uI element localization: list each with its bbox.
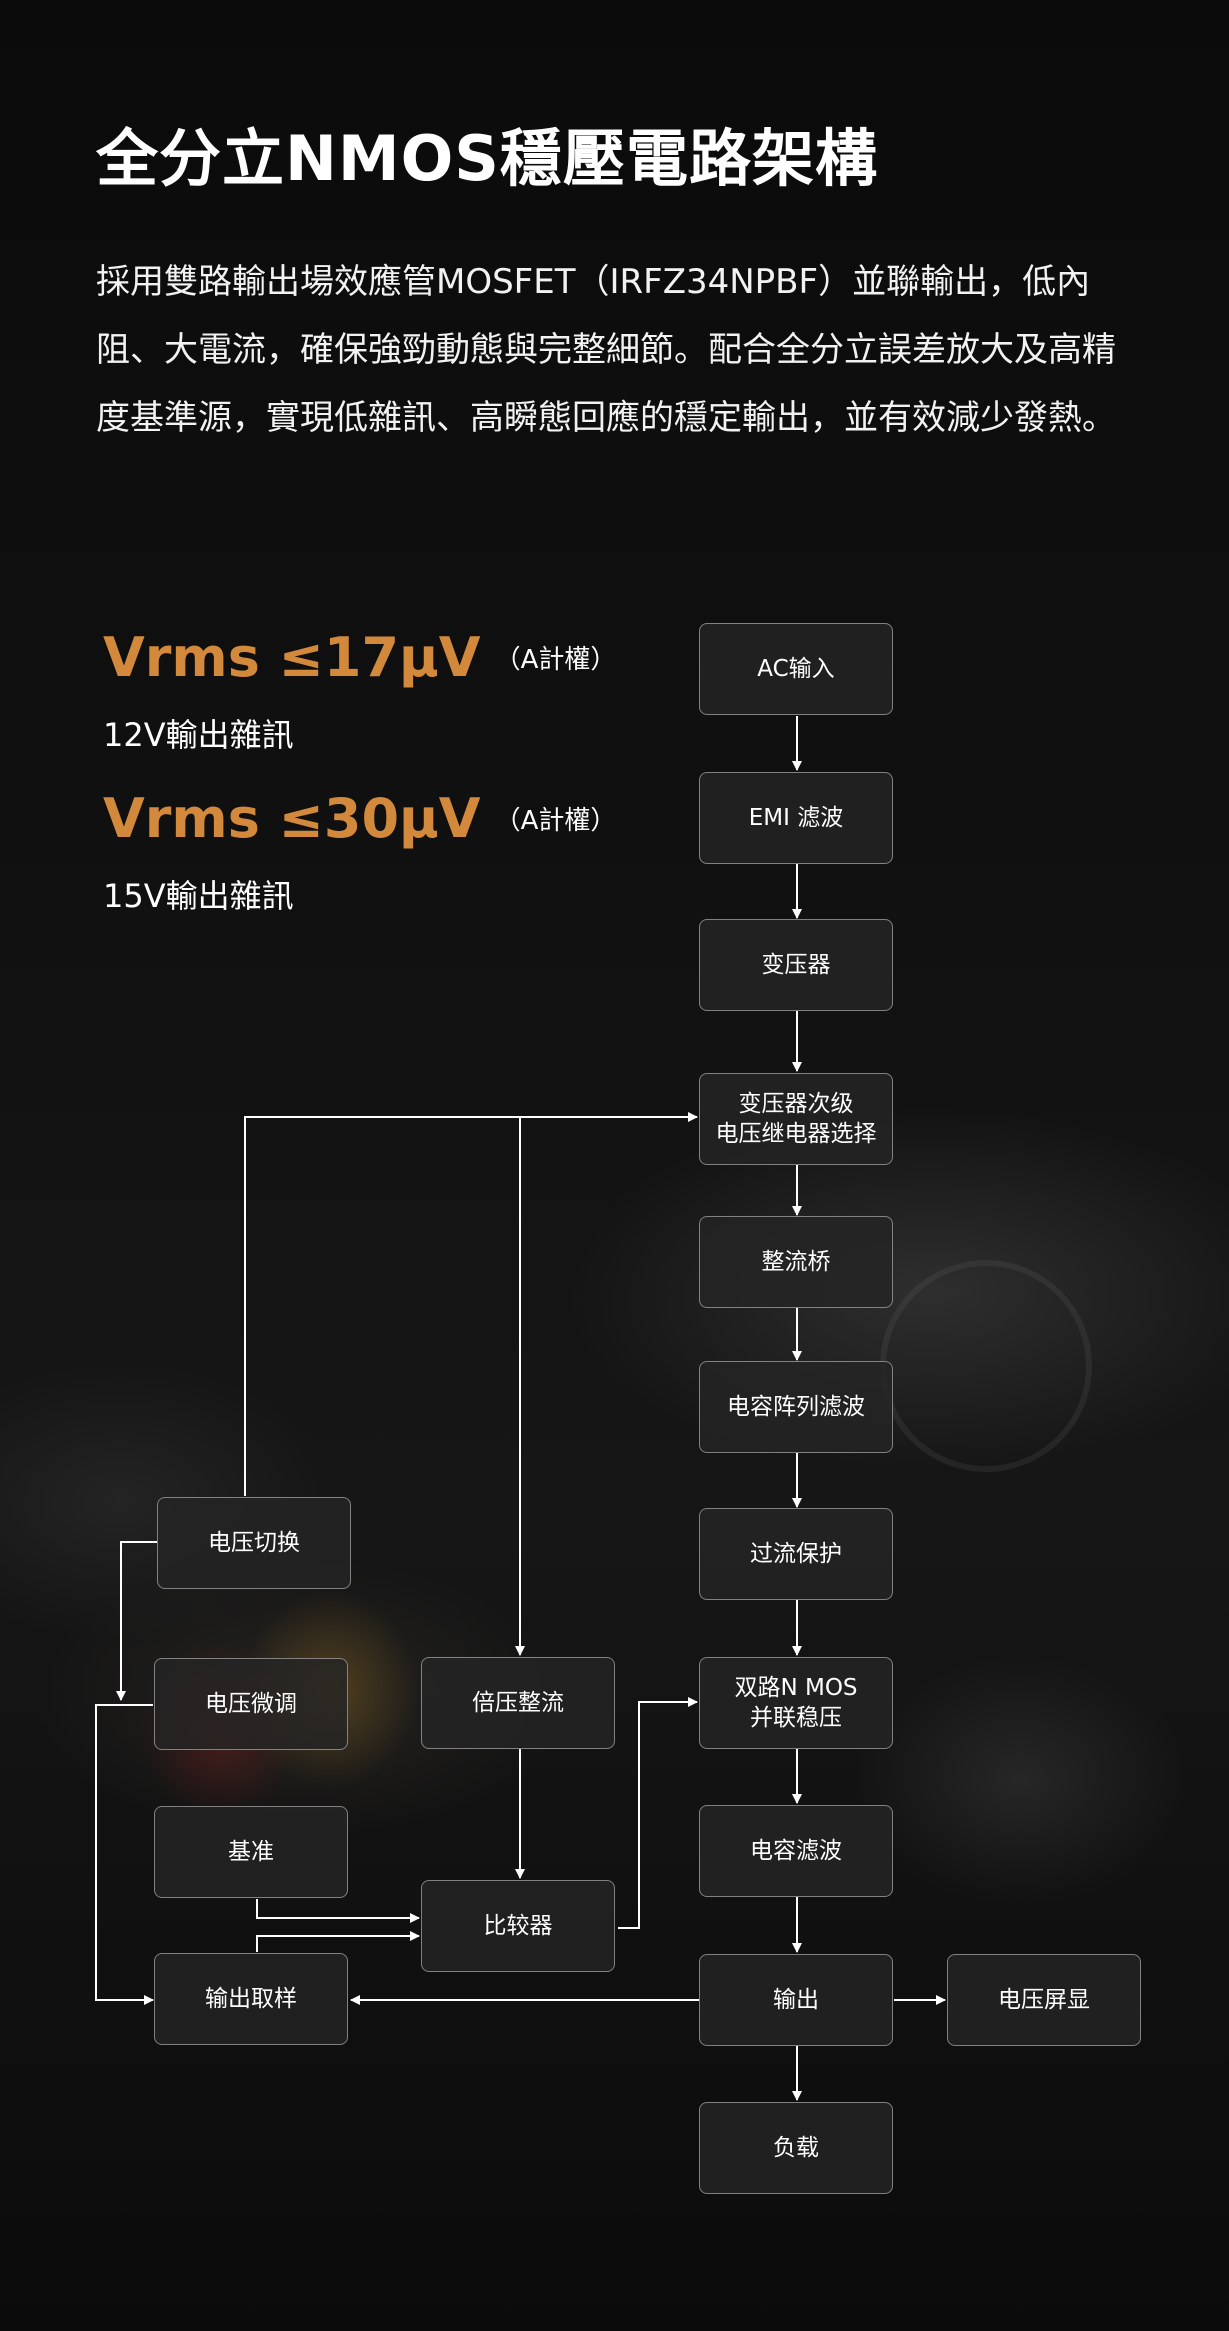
arrow-comparator-to-nmos <box>618 1697 698 1929</box>
node-dual-nmos: 双路N MOS 并联稳压 <box>699 1657 893 1749</box>
page-title: 全分立NMOS穩壓電路架構 <box>96 122 878 195</box>
arrow-reference-to-comparator <box>256 1899 420 1923</box>
arrow-switch-to-trim <box>116 1541 157 1701</box>
node-output: 输出 <box>699 1954 893 2046</box>
weighting-note-15v: （A計權） <box>494 806 617 836</box>
arrow-trim-to-sampling <box>95 1704 154 2005</box>
node-voltage-switch: 电压切换 <box>157 1497 351 1589</box>
arrow-sampling-to-comparator <box>256 1931 420 1952</box>
noise-label-12v: 12V輸出雜訊 <box>103 716 294 754</box>
node-output-sampling: 输出取样 <box>154 1953 348 2045</box>
page-description: 採用雙路輸出場效應管MOSFET（IRFZ34NPBF）並聯輸出，低內阻、大電流… <box>96 262 1116 438</box>
noise-label-15v: 15V輸出雜訊 <box>103 877 294 915</box>
node-voltage-trim: 电压微调 <box>154 1658 348 1750</box>
noise-spec-12v: Vrms ≤17μV （A計權） <box>103 626 616 689</box>
node-comparator: 比较器 <box>421 1880 615 1972</box>
node-voltage-display: 电压屏显 <box>947 1954 1141 2046</box>
node-overcurrent: 过流保护 <box>699 1508 893 1600</box>
node-secondary-relay: 变压器次级 电压继电器选择 <box>699 1073 893 1165</box>
node-load: 负载 <box>699 2102 893 2194</box>
node-emi-filter: EMI 滤波 <box>699 772 893 864</box>
node-transformer: 变压器 <box>699 919 893 1011</box>
noise-value-12v: Vrms ≤17μV <box>103 626 481 689</box>
node-voltage-doubler: 倍压整流 <box>421 1657 615 1749</box>
node-reference: 基准 <box>154 1806 348 1898</box>
arrow-switch-to-relay <box>244 1112 698 1496</box>
node-capacitor-filter: 电容滤波 <box>699 1805 893 1897</box>
noise-spec-15v: Vrms ≤30μV （A計權） <box>103 787 616 850</box>
node-rectifier-bridge: 整流桥 <box>699 1216 893 1308</box>
weighting-note-12v: （A計權） <box>494 645 617 675</box>
noise-value-15v: Vrms ≤30μV <box>103 787 481 850</box>
node-ac-input: AC输入 <box>699 623 893 715</box>
node-capacitor-array: 电容阵列滤波 <box>699 1361 893 1453</box>
